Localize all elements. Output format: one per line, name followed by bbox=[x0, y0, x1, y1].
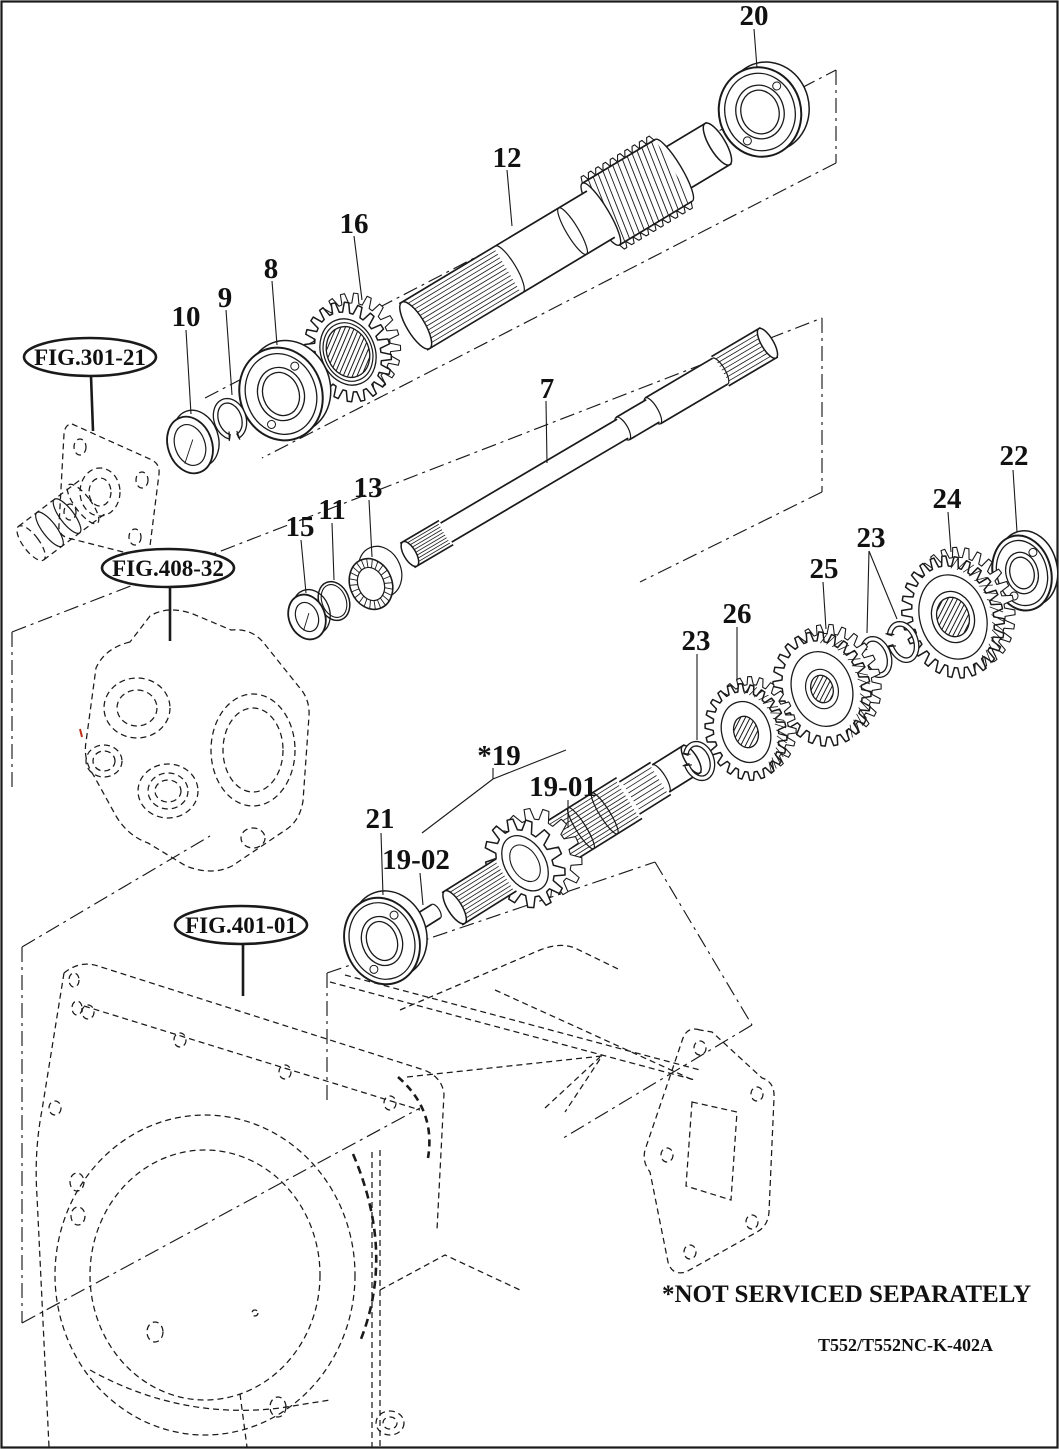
snap-ring-23-a bbox=[681, 740, 716, 782]
part-label-19: *19 bbox=[477, 740, 521, 772]
part-label-23a: 23 bbox=[857, 522, 886, 554]
part-label-12: 12 bbox=[493, 142, 522, 174]
part-label-24: 24 bbox=[933, 483, 962, 515]
part-label-23b: 23 bbox=[682, 625, 711, 657]
input-shaft-12 bbox=[398, 121, 733, 351]
part-label-13: 13 bbox=[354, 472, 383, 504]
fig-301-21-bubble: FIG.301-21 bbox=[22, 336, 158, 432]
fig-301-21-label: FIG.301-21 bbox=[34, 345, 146, 370]
part-label-8: 8 bbox=[264, 253, 279, 285]
bearing-21 bbox=[343, 890, 428, 986]
needle-bearing-13 bbox=[348, 545, 403, 611]
counter-shaft-19 bbox=[441, 744, 702, 926]
fig-401-01-bubble: FIG.401-01 bbox=[173, 904, 309, 996]
leader-lines bbox=[185, 28, 1018, 906]
part-label-20: 20 bbox=[740, 0, 769, 32]
part-label-21: 21 bbox=[366, 803, 395, 835]
snap-ring-9 bbox=[212, 397, 248, 442]
part-label-7: 7 bbox=[540, 373, 555, 405]
pto-shaft-7 bbox=[399, 326, 779, 569]
gear-24 bbox=[900, 546, 1016, 679]
fig-408-32-bubble: FIG.408-32 bbox=[100, 547, 236, 641]
part-label-19-02: 19-02 bbox=[382, 844, 450, 876]
fig-401-01-label: FIG.401-01 bbox=[185, 913, 297, 938]
fig-408-32-cover bbox=[84, 609, 310, 872]
part-label-15: 15 bbox=[286, 511, 315, 543]
notes: *NOT SERVICED SEPARATELY T552/T552NC-K-4… bbox=[662, 1281, 1031, 1355]
not-serviced-note: *NOT SERVICED SEPARATELY bbox=[662, 1281, 1031, 1308]
exploded-parts bbox=[166, 61, 1059, 986]
bearing-22 bbox=[991, 530, 1059, 612]
seal-collar-10 bbox=[166, 409, 220, 475]
reference-housings bbox=[16, 423, 775, 1448]
part-label-10: 10 bbox=[172, 301, 201, 333]
part-label-26: 26 bbox=[723, 598, 752, 630]
part-label-19-01: 19-01 bbox=[529, 771, 597, 803]
part-label-9: 9 bbox=[218, 282, 233, 314]
part-label-11: 11 bbox=[318, 494, 345, 526]
part-label-25: 25 bbox=[810, 553, 839, 585]
part-label-22: 22 bbox=[1000, 440, 1029, 472]
gear-25 bbox=[772, 623, 882, 747]
gear-26 bbox=[704, 676, 797, 781]
bearing-20 bbox=[717, 61, 810, 158]
fig-401-01-case bbox=[35, 944, 775, 1448]
fig-301-21-coupler bbox=[16, 423, 160, 562]
part-label-16: 16 bbox=[340, 208, 369, 240]
doc-code: T552/T552NC-K-402A bbox=[818, 1335, 993, 1355]
fig-408-32-label: FIG.408-32 bbox=[112, 556, 224, 581]
seal-15 bbox=[287, 588, 331, 641]
